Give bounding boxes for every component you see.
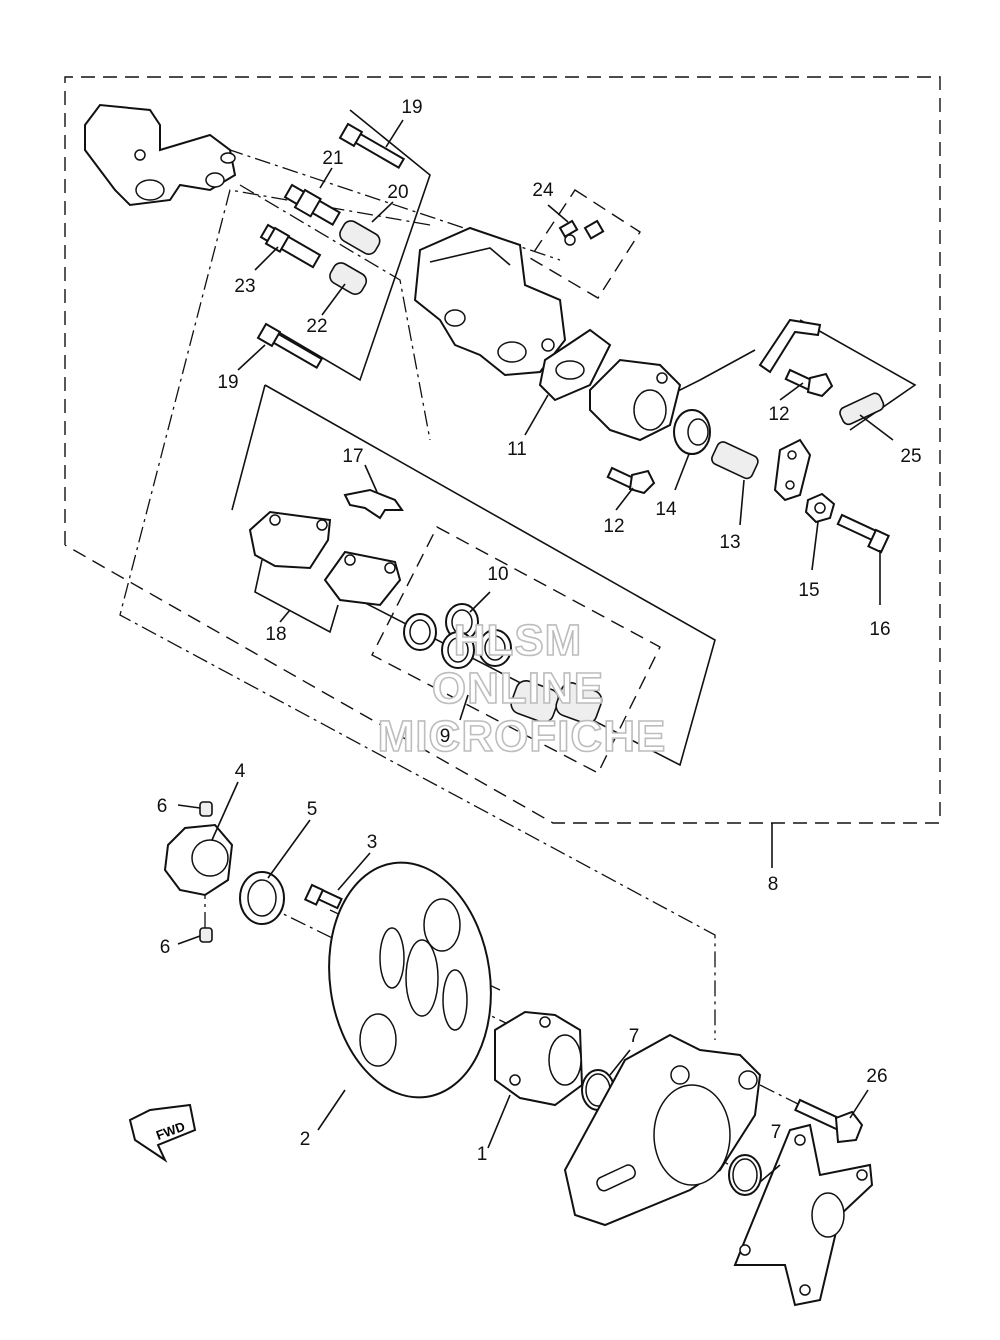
set-screw-6-lower xyxy=(199,927,213,943)
axis-line-b xyxy=(239,184,431,441)
piston-9 xyxy=(510,680,603,725)
callout-14: 14 xyxy=(655,499,677,520)
caliper-bracket xyxy=(84,103,237,207)
callout-19-upper: 19 xyxy=(401,97,422,118)
bleed-kit-box xyxy=(529,189,641,299)
callout-6-upper: 6 xyxy=(157,796,168,817)
callout-7-lower: 7 xyxy=(771,1122,782,1143)
callout-1: 1 xyxy=(477,1144,488,1165)
boot-20 xyxy=(339,220,381,255)
callout-5: 5 xyxy=(307,799,318,820)
caliper-body xyxy=(413,226,567,377)
watermark-line-1: HLSM xyxy=(454,616,583,665)
callout-numbers: 1 2 3 4 5 6 6 7 7 8 9 10 11 12 12 13 14 … xyxy=(157,97,922,1165)
pin-19-upper xyxy=(338,122,406,170)
callout-23: 23 xyxy=(234,276,255,297)
watermark-line-2: ONLINE xyxy=(432,664,604,713)
bolt-12-upper xyxy=(784,368,834,398)
callout-12-upper: 12 xyxy=(768,404,789,425)
pin-21 xyxy=(283,183,341,226)
spring-25 xyxy=(839,392,885,426)
lever-arm xyxy=(773,438,812,502)
callout-6-lower: 6 xyxy=(160,937,171,958)
callout-24: 24 xyxy=(532,180,554,201)
pin-23 xyxy=(259,223,322,269)
callout-9: 9 xyxy=(440,726,451,747)
callout-11: 11 xyxy=(507,439,527,460)
o-ring-7b xyxy=(728,1154,762,1196)
pin-19-lower xyxy=(256,322,324,370)
bolt-12-lower xyxy=(606,466,656,495)
callout-12-lower: 12 xyxy=(603,516,624,537)
bolt-16 xyxy=(836,513,891,554)
assembly-boundary xyxy=(64,76,941,824)
bushing-14 xyxy=(673,409,711,455)
watermark: HLSM ONLINE MICROFICHE xyxy=(377,615,667,762)
brake-pad-18a xyxy=(248,510,332,570)
washer-5 xyxy=(239,871,285,925)
brake-disc-2 xyxy=(328,861,492,1099)
callout-4: 4 xyxy=(235,761,246,782)
callout-2: 2 xyxy=(300,1129,311,1150)
callout-22: 22 xyxy=(306,316,327,337)
brake-pad-18b xyxy=(323,550,402,607)
callout-13: 13 xyxy=(719,532,740,553)
bolt-26 xyxy=(794,1098,864,1144)
callout-20: 20 xyxy=(387,182,408,203)
axle-nut-4 xyxy=(163,823,234,897)
bolt-3 xyxy=(303,883,343,910)
callout-17: 17 xyxy=(342,446,363,467)
callout-18: 18 xyxy=(265,624,286,645)
callout-19-lower: 19 xyxy=(217,372,238,393)
axis-line-a xyxy=(119,189,716,1040)
set-screw-6-upper xyxy=(199,801,213,817)
axis-line-c xyxy=(199,139,561,261)
callout-25: 25 xyxy=(900,446,921,467)
parking-brake-housing xyxy=(589,358,682,442)
axle-housing xyxy=(563,1033,762,1227)
frame-line-a xyxy=(231,384,266,511)
cable-bracket xyxy=(758,318,822,374)
gasket-11 xyxy=(538,328,612,402)
watermark-line-3: MICROFICHE xyxy=(378,712,667,761)
pad-spring-17 xyxy=(343,488,404,520)
adjuster-13 xyxy=(711,441,759,480)
callout-16: 16 xyxy=(869,619,890,640)
frame-line-b xyxy=(264,384,716,767)
fwd-arrow: FWD xyxy=(128,1103,197,1163)
boot-22 xyxy=(329,262,368,295)
leader-lines xyxy=(177,119,894,1183)
callout-7-upper: 7 xyxy=(629,1026,640,1047)
callout-26: 26 xyxy=(866,1066,887,1087)
frame-line-c xyxy=(274,109,431,382)
hub-1 xyxy=(494,1010,584,1107)
sprocket-hub xyxy=(733,1123,874,1307)
callout-3: 3 xyxy=(367,832,378,853)
callout-8: 8 xyxy=(768,874,779,895)
seal-kit xyxy=(403,603,512,669)
callout-15: 15 xyxy=(798,580,819,601)
nut-15 xyxy=(804,492,836,524)
bleeder-valve-24 xyxy=(558,219,605,246)
callout-21: 21 xyxy=(322,148,343,169)
axis-line-g xyxy=(759,1084,811,1111)
callout-10: 10 xyxy=(487,564,508,585)
